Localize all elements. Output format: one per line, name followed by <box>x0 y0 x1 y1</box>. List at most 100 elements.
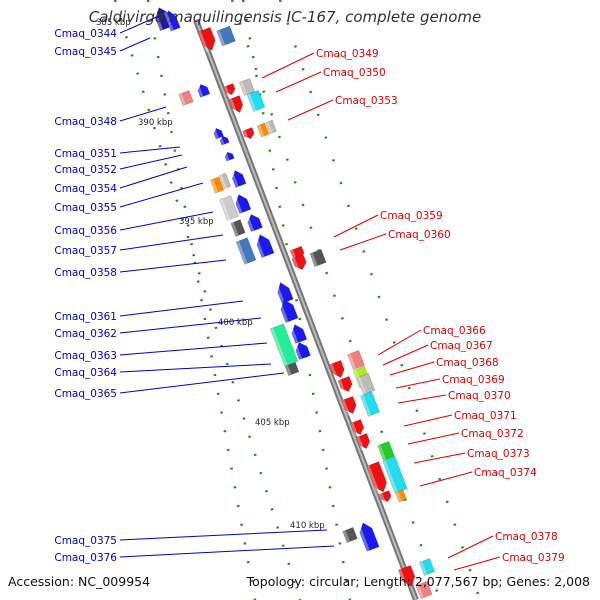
gene-arrow <box>228 95 244 115</box>
gene-arrow <box>219 195 239 221</box>
leader-line <box>403 414 453 427</box>
gene-label-left: Cmaq_0363 <box>54 350 117 362</box>
gene-arrow <box>163 10 181 32</box>
tick-track <box>241 0 352 600</box>
gene-label-right: Cmaq_0360 <box>388 229 451 241</box>
gene-arrow <box>355 433 370 451</box>
gene-arrow <box>209 176 225 194</box>
gene-label-left: Cmaq_0357 <box>54 245 117 257</box>
gene-arrow <box>269 323 299 367</box>
gene-label-left: Cmaq_0355 <box>54 202 117 214</box>
leader-line <box>119 166 188 189</box>
gene-arrow <box>382 456 408 494</box>
topology-text: Topology: circular; Length: 2,077,567 bp… <box>246 574 590 589</box>
leader-line <box>261 52 315 79</box>
leader-line <box>119 372 285 394</box>
gene-arrow <box>253 234 275 258</box>
leader-line <box>119 300 244 317</box>
leader-line <box>119 106 167 122</box>
gene-label-left: Cmaq_0364 <box>54 367 117 379</box>
gene-arrow <box>218 172 232 190</box>
gene-arrow <box>238 78 256 96</box>
kbp-label: 405 kbp <box>255 418 290 428</box>
gene-arrow <box>289 324 308 344</box>
gene-arrow <box>377 440 395 462</box>
leader-line <box>377 329 422 356</box>
leader-line <box>413 452 466 464</box>
leader-line <box>287 99 334 121</box>
gene-arrow <box>245 214 263 233</box>
leader-line <box>419 471 473 487</box>
gene-label-right: Cmaq_0369 <box>442 374 505 386</box>
gene-arrow <box>366 461 387 495</box>
gene-label-left: Cmaq_0344 <box>54 28 117 40</box>
gene-arrow <box>233 194 252 214</box>
gene-arrow <box>242 127 255 141</box>
leader-line <box>389 361 435 376</box>
leader-line <box>119 342 268 356</box>
leader-line <box>119 529 328 541</box>
gene-arrow <box>256 122 270 138</box>
gene-label-right: Cmaq_0366 <box>423 325 486 337</box>
gene-arrow <box>274 282 294 304</box>
gene-features <box>152 7 436 600</box>
gene-arrow <box>415 580 433 600</box>
gene-arrow <box>309 248 327 268</box>
accession-text: Accession: NC_009954 <box>8 574 150 589</box>
leader-line <box>447 535 494 559</box>
gene-label-right: Cmaq_0374 <box>474 467 537 479</box>
gene-label-right: Cmaq_0371 <box>454 410 517 422</box>
map-title: Caldivirga maquilingensis IC-167, comple… <box>89 8 481 26</box>
kbp-label: 400 kbp <box>218 318 253 328</box>
leader-line <box>395 378 441 389</box>
kbp-label: 385 kbp <box>96 18 131 28</box>
gene-arrow <box>395 489 407 503</box>
leader-line <box>119 211 214 231</box>
gene-arrow <box>223 83 236 97</box>
gene-arrow <box>342 527 358 543</box>
leader-line <box>275 71 322 93</box>
gene-arrow <box>197 27 216 53</box>
leader-line <box>339 233 387 251</box>
gene-label-right: Cmaq_0373 <box>467 448 530 460</box>
gene-arrow <box>379 490 392 504</box>
leader-line <box>119 363 272 373</box>
gene-arrow <box>341 395 357 416</box>
leader-line <box>119 259 227 273</box>
gene-label-left: Cmaq_0362 <box>54 328 117 340</box>
gene-arrow <box>356 522 380 552</box>
gene-label-left: Cmaq_0348 <box>54 116 117 128</box>
gene-arrow <box>360 391 380 417</box>
leader-line <box>382 344 429 366</box>
tick-track <box>230 0 442 600</box>
gene-arrow <box>265 119 277 135</box>
leader-line <box>119 182 204 208</box>
leader-line <box>119 545 335 558</box>
gene-label-left: Cmaq_0365 <box>54 388 117 400</box>
leader-line <box>397 394 447 404</box>
gene-label-left: Cmaq_0356 <box>54 225 117 237</box>
gene-arrow <box>347 349 365 371</box>
gene-arrow <box>293 342 311 361</box>
gene-label-right: Cmaq_0359 <box>380 210 443 222</box>
gene-arrow <box>229 170 247 188</box>
gene-label-right: Cmaq_0367 <box>430 340 493 352</box>
genome-backbone <box>193 18 419 600</box>
tick-marks <box>113 0 482 600</box>
gene-arrow <box>230 219 246 237</box>
gene-arrow <box>349 419 364 437</box>
gene-arrow <box>284 361 300 377</box>
leader-line <box>407 432 460 445</box>
gene-label-left: Cmaq_0352 <box>54 164 117 176</box>
leader-line <box>119 15 160 34</box>
gene-arrow <box>337 375 353 394</box>
gene-arrow <box>356 373 376 395</box>
gene-label-left: Cmaq_0358 <box>54 267 117 279</box>
gene-label-left: Cmaq_0354 <box>54 183 117 195</box>
gene-label-right: Cmaq_0350 <box>323 67 386 79</box>
leader-line <box>333 214 379 238</box>
kbp-label: 410 kbp <box>290 521 325 531</box>
gene-labels: Cmaq_0344Cmaq_0345Cmaq_0348Cmaq_0351Cmaq… <box>54 28 564 564</box>
